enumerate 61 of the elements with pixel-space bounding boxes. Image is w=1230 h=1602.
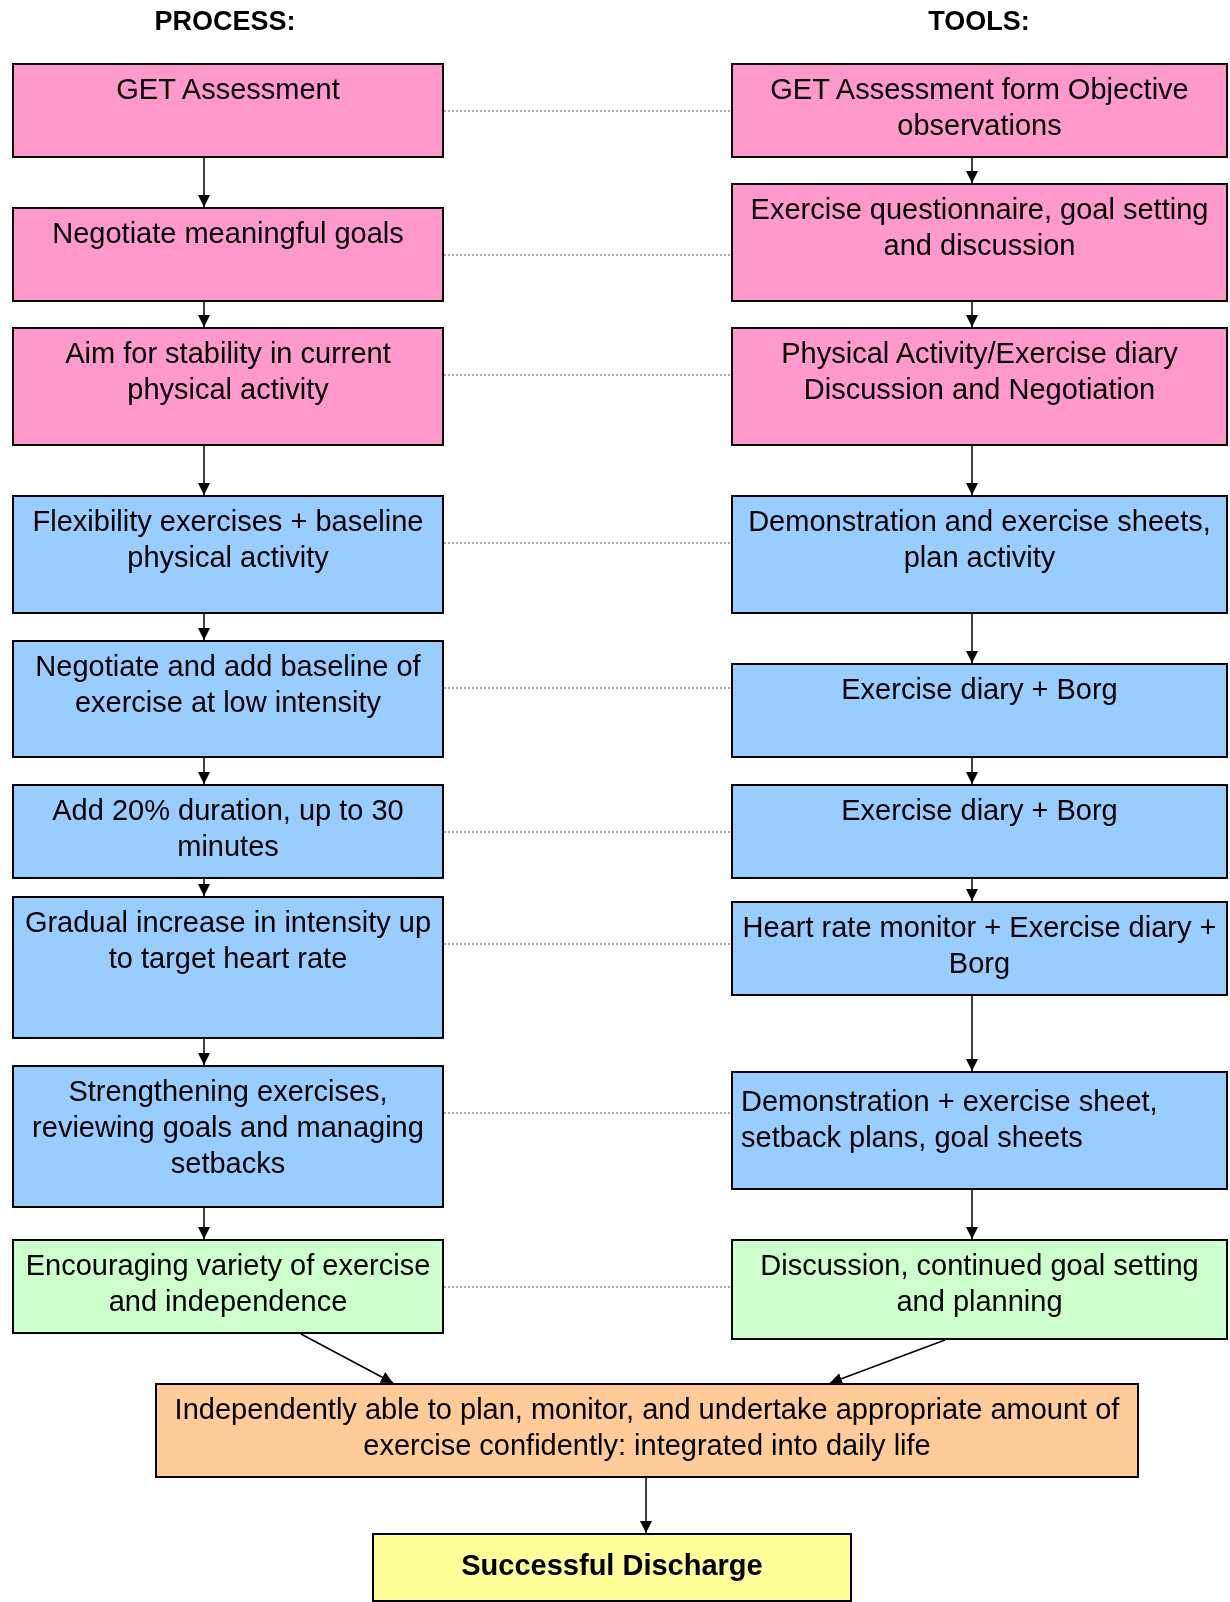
box-text: GET Assessment: [115, 72, 341, 107]
process-box: [12, 495, 444, 614]
box-text: Physical Activity/Exercise diary Discussion and Negotiation: [780, 336, 1179, 407]
process-box: [731, 1071, 1228, 1190]
process-box: [731, 63, 1228, 158]
box-text: Strengthening exercises, reviewing goals and managing setbacks: [31, 1074, 425, 1181]
arrow: [966, 878, 978, 902]
process-box: [12, 640, 444, 758]
arrow: [198, 445, 210, 496]
box-text: Independently able to plan, monitor, and undertake appropriate amount of exercise confidently: integrated into daily life: [173, 1392, 1121, 1463]
process-box: [12, 1065, 444, 1208]
column-heading: TOOLS:: [928, 6, 1030, 37]
box-text: Flexibility exercises + baseline physical activity: [31, 504, 425, 575]
arrow: [198, 878, 210, 897]
arrow: [198, 757, 210, 785]
box-text: Exercise diary + Borg: [840, 672, 1119, 707]
process-box: [12, 207, 444, 302]
arrow: [966, 301, 978, 328]
box-text: Exercise diary + Borg: [840, 793, 1119, 828]
outcome-box: [155, 1383, 1139, 1478]
arrow: [966, 757, 978, 785]
arrow: [640, 1477, 652, 1534]
box-text: Exercise questionnaire, goal setting and discussion: [749, 192, 1210, 263]
arrow: [966, 995, 978, 1072]
box-text: Demonstration + exercise sheet, setback plans, goal sheets: [741, 1084, 1159, 1155]
box-text: Add 20% duration, up to 30 minutes: [51, 793, 405, 864]
box-text: Encouraging variety of exercise and independence: [24, 1248, 432, 1319]
arrow: [829, 1339, 946, 1385]
process-box: [731, 663, 1228, 758]
process-box: [12, 784, 444, 879]
box-text: Negotiate meaningful goals: [51, 216, 405, 251]
final-box: [372, 1533, 852, 1602]
arrow: [198, 157, 210, 208]
process-box: [731, 495, 1228, 614]
process-box: [12, 1239, 444, 1334]
box-text: Heart rate monitor + Exercise diary + Borg: [741, 910, 1218, 981]
arrow: [198, 1207, 210, 1240]
box-text: Demonstration and exercise sheets, plan activity: [747, 504, 1212, 575]
column-heading: PROCESS:: [154, 6, 296, 37]
arrow: [198, 1038, 210, 1066]
process-box: [731, 183, 1228, 302]
arrow: [966, 157, 978, 184]
arrow: [966, 613, 978, 664]
process-box: [731, 1239, 1228, 1340]
box-text: GET Assessment form Objective observations: [769, 72, 1190, 143]
process-box: [12, 327, 444, 446]
process-box: [731, 784, 1228, 879]
process-box: [12, 63, 444, 158]
process-box: [731, 901, 1228, 996]
box-text: Successful Discharge: [460, 1548, 764, 1583]
arrow: [300, 1333, 394, 1384]
box-text: Gradual increase in intensity up to target heart rate: [23, 905, 433, 976]
arrow: [966, 1189, 978, 1240]
box-text: Negotiate and add baseline of exercise at low intensity: [34, 649, 422, 720]
box-text: Aim for stability in current physical activity: [64, 336, 392, 407]
process-box: [731, 327, 1228, 446]
box-text: Discussion, continued goal setting and planning: [759, 1248, 1200, 1319]
arrow: [198, 613, 210, 641]
arrow: [966, 445, 978, 496]
process-box: [12, 896, 444, 1039]
arrow: [198, 301, 210, 328]
